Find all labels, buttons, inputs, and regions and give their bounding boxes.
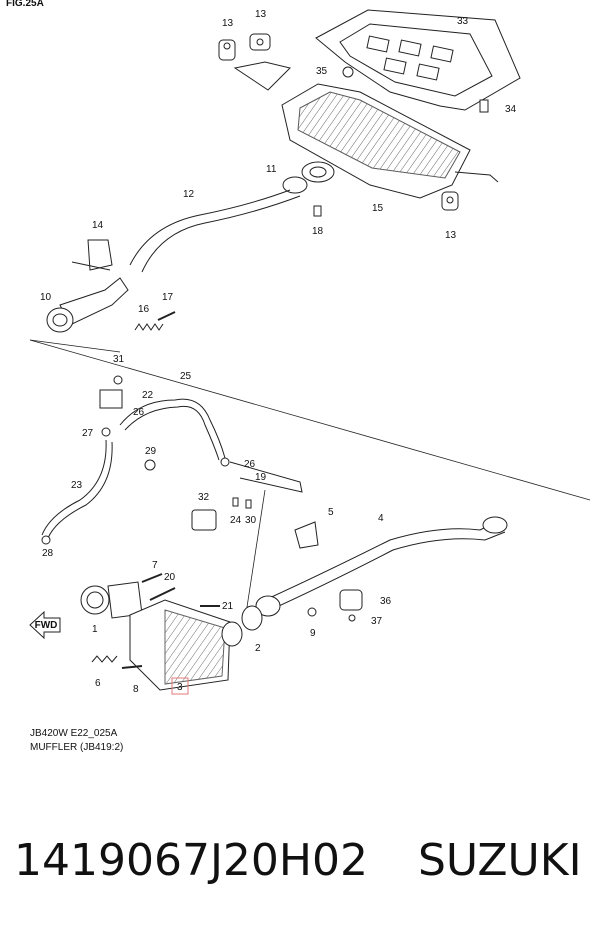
- bolt-17: [157, 311, 176, 321]
- pipe-19: [229, 461, 303, 493]
- bolt-24: [232, 497, 239, 507]
- callout-12: 12: [183, 189, 195, 200]
- clip-27: [101, 427, 111, 437]
- callout-3: 3: [177, 682, 183, 693]
- bolt-30: [245, 499, 252, 509]
- bracket-5: [294, 521, 319, 549]
- figure-title: FIG.25A: [6, 0, 44, 9]
- callout-23: 23: [71, 480, 83, 491]
- spring-6: [91, 655, 118, 663]
- callout-19: 19: [255, 472, 267, 483]
- front-direction-arrow: FWD: [29, 610, 61, 640]
- callout-34: 34: [505, 104, 517, 115]
- callout-4: 4: [378, 513, 384, 524]
- callout-31: 31: [113, 354, 125, 365]
- gasket-11: [301, 161, 335, 183]
- product-band: [0, 775, 600, 932]
- bolt-34: [479, 99, 489, 113]
- clip-31: [113, 375, 123, 385]
- callout-13: 13: [255, 9, 267, 20]
- catalytic-converter: [129, 599, 243, 691]
- callout-24: 24: [230, 515, 242, 526]
- clip-29: [144, 459, 156, 471]
- sensor-20: [149, 587, 176, 601]
- callout-8: 8: [133, 684, 139, 695]
- callout-35: 35: [316, 66, 328, 77]
- nut-37: [348, 614, 356, 622]
- spring-16: [134, 323, 164, 331]
- callout-30: 30: [245, 515, 257, 526]
- diagram-code: JB420W E22_025A: [30, 728, 118, 739]
- callout-29: 29: [145, 446, 157, 457]
- callout-21: 21: [222, 601, 234, 612]
- clip-26: [220, 457, 230, 467]
- brand-name: SUZUKI: [418, 835, 582, 886]
- callout-7: 7: [152, 560, 158, 571]
- nut-9: [307, 607, 317, 617]
- highlight-box-3: [171, 677, 189, 695]
- callout-25: 25: [180, 371, 192, 382]
- callout-20: 20: [164, 572, 176, 583]
- callout-13: 13: [445, 230, 457, 241]
- callout-11: 11: [266, 164, 277, 175]
- hose-23: [41, 439, 113, 539]
- callout-6: 6: [95, 678, 101, 689]
- main-muffler: [233, 61, 499, 199]
- vacuum-hose-25: [119, 398, 226, 461]
- bolt-8: [121, 665, 143, 669]
- callout-27: 27: [82, 428, 94, 439]
- callout-26: 26: [244, 459, 256, 470]
- front-pipe-10: [46, 277, 129, 333]
- callout-10: 10: [40, 292, 52, 303]
- callout-36: 36: [380, 596, 392, 607]
- callout-5: 5: [328, 507, 334, 518]
- part-number: 1419067J20H02: [14, 835, 368, 886]
- rubber-hanger-13-right: [249, 33, 271, 51]
- rubber-hanger-13-lower: [441, 191, 459, 211]
- bracket-22: [99, 389, 123, 409]
- callout-33: 33: [457, 16, 469, 27]
- gasket-2: [241, 605, 263, 631]
- heat-shield: [315, 9, 521, 111]
- callout-9: 9: [310, 628, 316, 639]
- clip-28: [41, 535, 51, 545]
- fwd-label: FWD: [35, 620, 58, 631]
- nut-35: [342, 66, 354, 78]
- exhaust-parts-diagram: FIG.25A: [6, 0, 591, 753]
- sensor-32: [191, 509, 217, 531]
- callout-13: 13: [222, 18, 234, 29]
- callout-1: 1: [92, 624, 98, 635]
- callout-14: 14: [92, 220, 104, 231]
- callout-16: 16: [138, 304, 150, 315]
- bolt-7: [141, 573, 163, 583]
- callout-15: 15: [372, 203, 384, 214]
- gasket-1: [80, 585, 110, 615]
- callout-26: 26: [133, 407, 145, 418]
- center-pipe: [129, 176, 308, 273]
- hanger-36: [339, 589, 363, 611]
- callout-22: 22: [142, 390, 154, 401]
- callout-18: 18: [312, 226, 324, 237]
- callout-2: 2: [255, 643, 261, 654]
- callout-37: 37: [371, 616, 383, 627]
- intermediate-pipe-4: [255, 516, 508, 617]
- callout-28: 28: [42, 548, 54, 559]
- callout-17: 17: [162, 292, 174, 303]
- divider-line: [29, 339, 591, 501]
- diagram-name: MUFFLER (JB419:2): [30, 742, 124, 753]
- bolt-18: [313, 205, 322, 217]
- callout-32: 32: [198, 492, 210, 503]
- hanger-bracket-14: [71, 239, 113, 271]
- diagram-svg: FIG.25A: [6, 0, 591, 695]
- rubber-hanger-13-left: [218, 39, 236, 61]
